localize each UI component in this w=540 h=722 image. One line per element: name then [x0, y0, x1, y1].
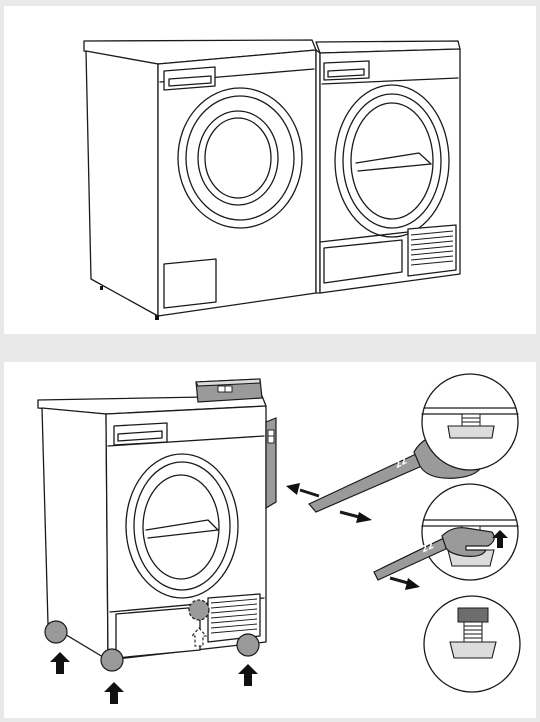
turn-direction-arrow-icon	[286, 483, 320, 498]
foot-front-left	[44, 620, 68, 644]
panel-levelling-instructions: 22 22	[4, 362, 536, 718]
foot-wrench-detail: 22	[373, 483, 519, 581]
tumble-dryer	[315, 40, 461, 294]
up-arrow-icon	[104, 682, 124, 704]
levelling-illustration: 22 22	[37, 373, 521, 704]
turn-direction-arrow-icon	[339, 510, 372, 523]
dryer-filter-hatch	[323, 239, 403, 284]
washer-side	[85, 50, 159, 317]
panel-side-by-side-appliances	[4, 6, 536, 334]
dryer-filter-hatch	[115, 606, 201, 659]
washer-door-glass	[197, 110, 279, 206]
hidden-rear-foot	[188, 599, 210, 621]
tumble-dryer	[37, 395, 267, 661]
foot-front-right	[236, 633, 260, 657]
spirit-level-horizontal	[195, 378, 263, 403]
dryer-door-glass	[350, 102, 434, 220]
dryer-vent-grille	[407, 224, 457, 277]
up-arrow-icon	[238, 664, 258, 686]
dryer-water-tank-drawer	[113, 422, 168, 446]
dryer-door-glass	[142, 474, 220, 580]
up-arrow-icon	[50, 652, 70, 674]
washing-machine	[83, 39, 317, 320]
turn-direction-arrow-icon	[389, 576, 420, 590]
wrench-size-label: 22	[420, 541, 436, 555]
foot-rear-left	[100, 648, 124, 672]
foot-bottom-detail	[423, 595, 521, 693]
dashed-up-arrow-icon	[190, 627, 208, 647]
adjustable-feet	[44, 620, 260, 672]
side-by-side-illustration	[83, 39, 461, 320]
foot-top-detail	[421, 373, 519, 471]
spirit-level-vertical	[265, 417, 277, 510]
dryer-vent-grille	[207, 593, 261, 643]
washer-service-hatch	[163, 258, 217, 309]
